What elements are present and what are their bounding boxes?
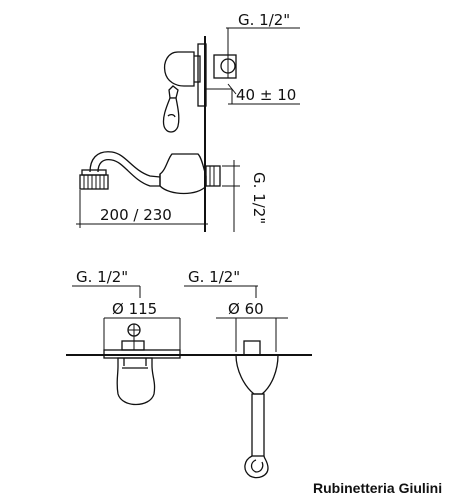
mixer-cartridge: [121, 340, 145, 351]
dim-thread-mixer-label: G. 1/2": [76, 268, 128, 286]
spout-tube: [251, 393, 265, 457]
lever-handle: [162, 51, 201, 133]
dim-thread-upper: G. 1/2": [226, 11, 300, 56]
dim-height-label: 40 ± 10: [236, 86, 296, 104]
wall-plate: [197, 43, 207, 107]
spout-bell: [235, 354, 279, 395]
dim-length-label: 200 / 230: [100, 206, 172, 224]
thread-connection-mixer: [127, 323, 141, 350]
dim-thread-upper-label: G. 1/2": [238, 11, 290, 29]
dim-diameter-spout-label: Ø 60: [228, 300, 264, 318]
dim-thread-mixer: G. 1/2": [72, 268, 141, 298]
dim-diameter-spout: Ø 60: [216, 300, 288, 352]
dim-thread-spout-front-label: G. 1/2": [188, 268, 240, 286]
dim-thread-spout: G. 1/2": [222, 160, 268, 232]
mixer-body: [116, 357, 156, 406]
spout-outlet: [244, 455, 269, 479]
side-view: G. 1/2" 40 ± 10: [76, 11, 300, 232]
dim-thread-spout-front: G. 1/2": [184, 268, 258, 298]
brand-label: Rubinetteria Giulini: [313, 480, 442, 496]
dim-diameter-mixer: Ø 115: [103, 300, 181, 354]
front-view-spout: G. 1/2" Ø 60: [184, 268, 288, 479]
spout: [79, 151, 221, 195]
thread-connection-upper: [213, 54, 237, 79]
dim-thread-spout-label: G. 1/2": [250, 172, 268, 224]
dim-height: 40 ± 10: [206, 83, 300, 105]
dim-length: 200 / 230: [76, 190, 208, 228]
front-view-mixer: G. 1/2" Ø 115: [72, 268, 181, 406]
spout-nipple: [243, 340, 261, 356]
dim-diameter-mixer-label: Ø 115: [112, 300, 157, 318]
